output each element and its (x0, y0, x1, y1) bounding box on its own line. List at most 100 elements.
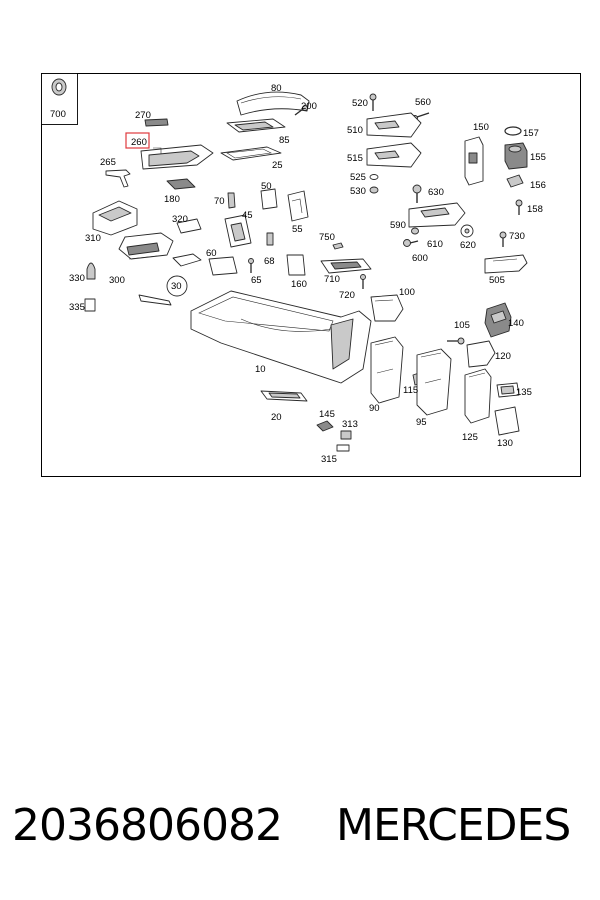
part-60-pad (208, 256, 238, 276)
part-730-screw (499, 231, 507, 247)
part-200-screw (294, 105, 308, 116)
callout-505: 505 (489, 275, 505, 286)
part-105-screw (447, 337, 465, 345)
callout-155: 155 (530, 152, 546, 163)
part-90-cup-holder (370, 336, 404, 404)
part-68-clip (266, 232, 274, 246)
callout-530: 530 (350, 186, 366, 197)
callout-320: 320 (172, 214, 188, 225)
part-125-cup-holder (464, 368, 492, 424)
callout-70: 70 (214, 196, 225, 207)
part-590-bracket (408, 202, 466, 228)
callout-270: 270 (135, 110, 151, 121)
callout-720: 720 (339, 290, 355, 301)
callout-300: 300 (109, 275, 125, 286)
part-95-cup-holder (416, 348, 452, 416)
part-530-nut (369, 186, 379, 194)
callout-100: 100 (399, 287, 415, 298)
part-315-connector (336, 444, 350, 452)
part-180-pad (166, 178, 196, 190)
callout-330: 330 (69, 273, 85, 284)
callout-520: 520 (352, 98, 368, 109)
part-610-washer (411, 227, 419, 235)
part-130-insert (494, 406, 520, 436)
callout-25: 25 (272, 160, 283, 171)
part-313-connector (340, 430, 352, 440)
part-55-bracket (287, 190, 309, 222)
part-520-screw (369, 93, 377, 111)
callout-180: 180 (164, 194, 180, 205)
part-65-screw (248, 258, 254, 273)
callout-730: 730 (509, 231, 525, 242)
callout-265: 265 (100, 157, 116, 168)
callout-135: 135 (516, 387, 532, 398)
highlight-260 (125, 132, 150, 149)
part-120-cup (466, 340, 496, 368)
parts-diagram: 700 270 260 265 80 200 85 25 520 510 515… (41, 73, 581, 477)
callout-156: 156 (530, 180, 546, 191)
callout-10: 10 (255, 364, 266, 375)
part-265 (105, 169, 131, 188)
part-630-bolt (412, 184, 422, 203)
callout-160: 160 (291, 279, 307, 290)
callout-525: 525 (350, 172, 366, 183)
part-20-pad (260, 390, 308, 402)
part-330-knob (86, 262, 96, 280)
callout-590: 590 (390, 220, 406, 231)
part-30-strip (138, 253, 202, 306)
callout-158: 158 (527, 204, 543, 215)
callout-260: 260 (131, 137, 147, 148)
callout-45: 45 (242, 210, 253, 221)
part-157-ring (504, 126, 522, 136)
part-515-block (366, 142, 422, 168)
part-145-switch (316, 420, 334, 432)
part-505-bracket (484, 254, 528, 274)
callout-labels: 700 270 260 265 80 200 85 25 520 510 515… (50, 83, 546, 465)
part-10-main-console (190, 290, 372, 384)
callout-60: 60 (206, 248, 217, 259)
callout-65: 65 (251, 275, 262, 286)
part-158-screw (515, 199, 523, 215)
callout-620: 620 (460, 240, 476, 251)
part-155-socket (504, 142, 528, 170)
callout-80: 80 (271, 83, 282, 94)
part-100-cup (370, 294, 404, 322)
brand-name: MERCEDES (336, 800, 571, 851)
part-70-clip (227, 192, 236, 209)
callout-600: 600 (412, 253, 428, 264)
part-525-washer (369, 174, 379, 180)
callout-310: 310 (85, 233, 101, 244)
callout-157: 157 (523, 128, 539, 139)
part-310-cup-insert (92, 200, 138, 236)
part-140-switch-pack (484, 302, 512, 338)
part-270 (144, 118, 169, 127)
callout-313: 313 (342, 419, 358, 430)
callout-150: 150 (473, 122, 489, 133)
callout-circle-30 (166, 275, 188, 297)
callout-68: 68 (264, 256, 275, 267)
part-160-panel (286, 254, 306, 276)
part-620-disc (460, 224, 474, 238)
callout-85: 85 (279, 135, 290, 146)
part-710-tray (320, 258, 372, 274)
part-510-block (366, 112, 422, 138)
part-156-clip (506, 174, 524, 188)
callout-515: 515 (347, 153, 363, 164)
callout-120: 120 (495, 351, 511, 362)
part-number: 2036806082 (12, 800, 283, 851)
callout-610: 610 (427, 239, 443, 250)
callout-560: 560 (415, 97, 431, 108)
part-50-plate (260, 188, 278, 210)
part-600-screw (403, 239, 419, 247)
part-300-switch-unit (118, 232, 174, 260)
callout-315: 315 (321, 454, 337, 465)
diagram-frame (41, 73, 581, 477)
part-45-holder (224, 214, 252, 248)
callout-30: 30 (171, 281, 182, 292)
callout-50: 50 (261, 181, 272, 192)
part-80-armrest-lid (236, 91, 310, 116)
callout-55: 55 (292, 224, 303, 235)
callout-95: 95 (416, 417, 427, 428)
part-720-screw (360, 274, 366, 289)
part-260-tray (140, 144, 214, 170)
